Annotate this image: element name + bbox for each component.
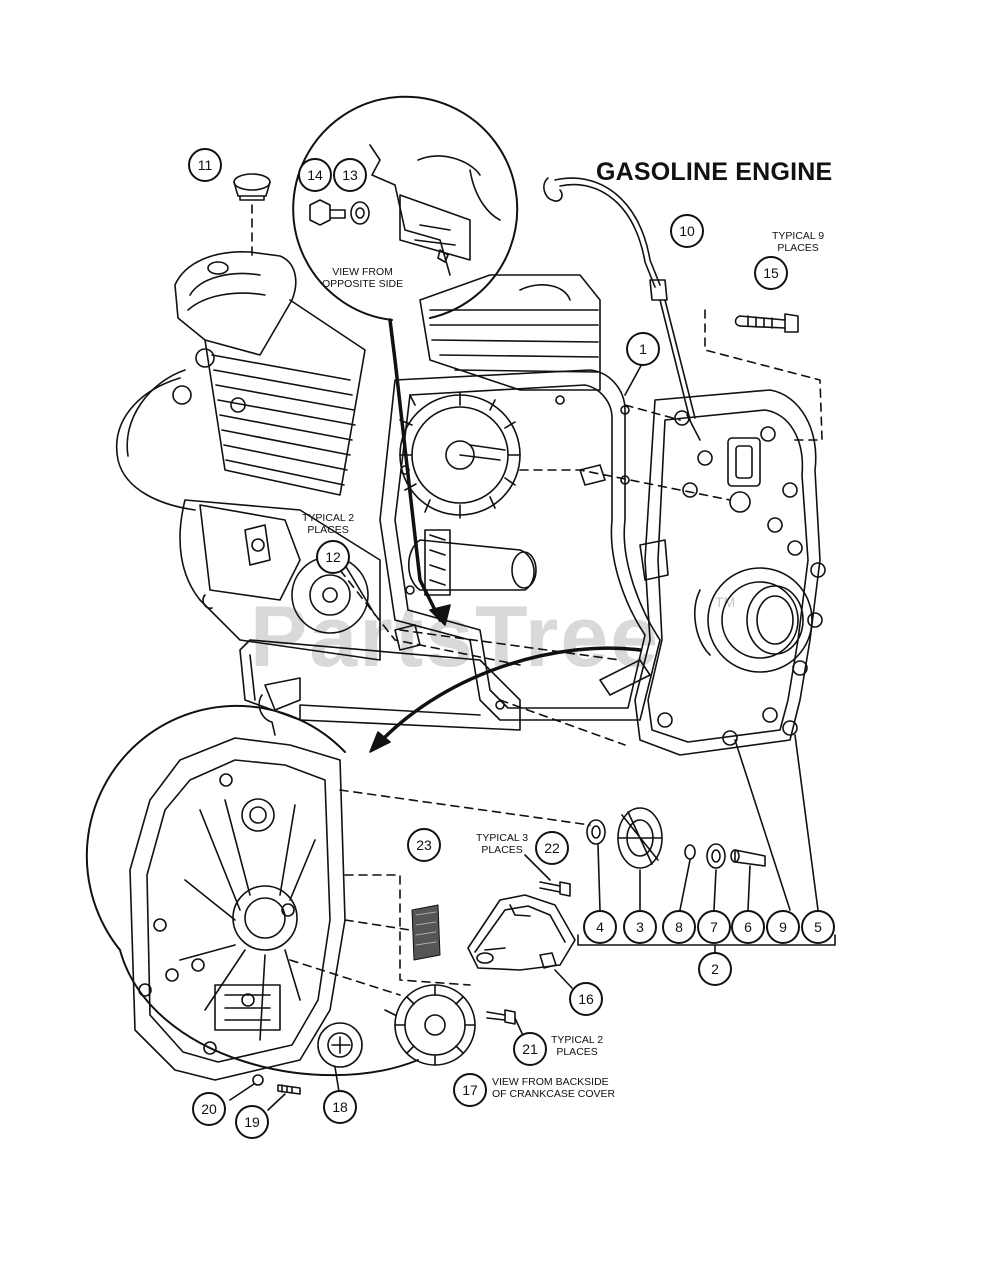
note-line: PLACES xyxy=(556,1046,598,1058)
callout-9[interactable]: 9 xyxy=(766,910,800,944)
screen-23-drawing xyxy=(412,905,440,960)
note-typical-2-places-bottom: TYPICAL 2 PLACES xyxy=(551,1034,603,1058)
callout-15[interactable]: 15 xyxy=(754,256,788,290)
callout-12[interactable]: 12 xyxy=(316,540,350,574)
watermark: PartsTree xyxy=(250,589,661,685)
diagram-title: GASOLINE ENGINE xyxy=(596,158,833,186)
callout-11[interactable]: 11 xyxy=(188,148,222,182)
gear-17-drawing xyxy=(385,985,475,1065)
note-line: PLACES xyxy=(481,844,523,856)
callout-16[interactable]: 16 xyxy=(569,982,603,1016)
callout-6[interactable]: 6 xyxy=(731,910,765,944)
callout-20[interactable]: 20 xyxy=(192,1092,226,1126)
callout-1[interactable]: 1 xyxy=(626,332,660,366)
note-line: OPPOSITE SIDE xyxy=(322,278,404,290)
bolt-15-leader xyxy=(705,310,822,440)
note-line: TYPICAL 9 xyxy=(772,230,825,242)
dipstick-drawing xyxy=(544,178,700,440)
gear-train-parts xyxy=(587,808,765,910)
note-line: PLACES xyxy=(777,242,819,254)
note-line: TYPICAL 2 xyxy=(302,512,355,524)
note-typical-9-places: TYPICAL 9 PLACES xyxy=(772,230,824,254)
inset-opposite-side xyxy=(293,97,517,320)
plug-18-drawing xyxy=(318,1023,362,1098)
callout-2-bracket xyxy=(578,935,835,952)
bolt-15-drawing xyxy=(736,314,799,332)
callout-3[interactable]: 3 xyxy=(623,910,657,944)
callout-5[interactable]: 5 xyxy=(801,910,835,944)
callout-19[interactable]: 19 xyxy=(235,1105,269,1139)
callout-13[interactable]: 13 xyxy=(333,158,367,192)
note-line: PLACES xyxy=(307,524,349,536)
oil-cap-drawing xyxy=(234,174,270,255)
note-line: TYPICAL 2 xyxy=(551,1034,604,1046)
callout-2[interactable]: 2 xyxy=(698,952,732,986)
inset-backside-cover xyxy=(87,706,418,1080)
note-line: OF CRANKCASE COVER xyxy=(492,1088,616,1100)
callout-22[interactable]: 22 xyxy=(535,831,569,865)
note-line: VIEW FROM BACKSIDE xyxy=(492,1076,609,1088)
note-view-from-opposite-side: VIEW FROM OPPOSITE SIDE xyxy=(322,266,403,290)
callout-14[interactable]: 14 xyxy=(298,158,332,192)
callout-17[interactable]: 17 xyxy=(453,1073,487,1107)
note-line: VIEW FROM xyxy=(332,266,393,278)
callout-10[interactable]: 10 xyxy=(670,214,704,248)
callout-23[interactable]: 23 xyxy=(407,828,441,862)
breather-16-drawing xyxy=(468,895,575,988)
trademark-mark: TM xyxy=(715,594,736,610)
callout-18[interactable]: 18 xyxy=(323,1090,357,1124)
callout-7[interactable]: 7 xyxy=(697,910,731,944)
callout-4[interactable]: 4 xyxy=(583,910,617,944)
callout-8[interactable]: 8 xyxy=(662,910,696,944)
note-line: TYPICAL 3 xyxy=(476,832,529,844)
bolt-22-drawing xyxy=(540,882,570,896)
note-view-from-backside: VIEW FROM BACKSIDE OF CRANKCASE COVER xyxy=(492,1076,615,1100)
note-typical-3-places: TYPICAL 3 PLACES xyxy=(476,832,528,856)
note-typical-2-places-top: TYPICAL 2 PLACES xyxy=(302,512,354,536)
callout-21[interactable]: 21 xyxy=(513,1032,547,1066)
ball-spring-drawing xyxy=(230,1075,300,1110)
